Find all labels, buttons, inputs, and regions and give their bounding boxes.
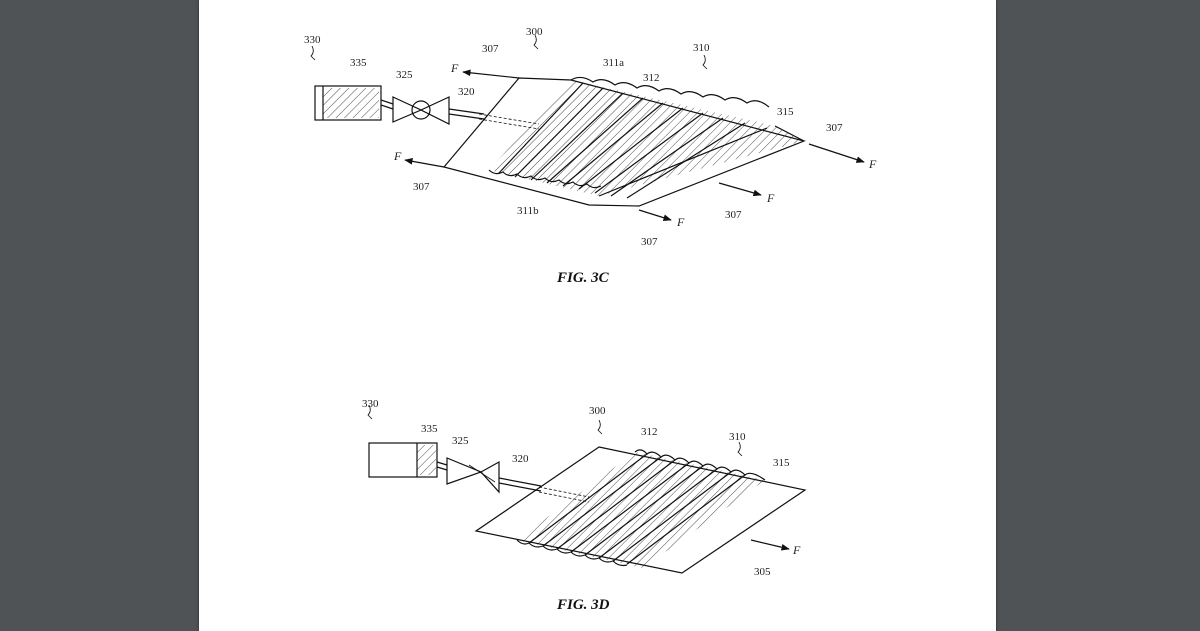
label-307-top: 307 [482, 43, 499, 55]
force-f-left: F [393, 149, 402, 163]
label-311b: 311b [517, 205, 539, 217]
label-315-3d: 315 [773, 457, 790, 469]
caption-fig-3d: FIG. 3D [556, 597, 610, 613]
label-315: 315 [777, 106, 794, 118]
force-f-bottom: F [676, 215, 685, 229]
force-f-3d: F [792, 543, 801, 557]
label-311a: 311a [603, 57, 624, 69]
patent-page[interactable]: 330 335 325 320 307 300 311a 312 310 315… [199, 0, 996, 631]
pipe-320 [448, 108, 540, 130]
valve-325-3d [446, 457, 500, 494]
force-f-top: F [450, 61, 459, 75]
sheet-310 [442, 76, 806, 207]
label-312: 312 [643, 72, 660, 84]
figure-3d: 330 335 325 320 300 312 310 315 305 F FI… [362, 398, 807, 613]
reservoir-335 [314, 85, 382, 121]
patent-drawing: 330 335 325 320 307 300 311a 312 310 315… [304, 26, 877, 613]
force-f-mid: F [766, 191, 775, 205]
sheet-310-3d [474, 446, 807, 574]
label-307-bottom: 307 [641, 236, 658, 248]
label-300-3d: 300 [589, 405, 606, 417]
valve-325 [392, 96, 450, 125]
reservoir-335-3d [368, 442, 438, 478]
caption-fig-3c: FIG. 3C [556, 270, 610, 286]
label-305-3d: 305 [754, 566, 771, 578]
label-307-bottom-mid: 307 [725, 209, 742, 221]
label-330-3d: 330 [362, 398, 379, 410]
label-335: 335 [350, 57, 367, 69]
label-330: 330 [304, 34, 321, 46]
label-307-left: 307 [413, 181, 430, 193]
label-335-3d: 335 [421, 423, 438, 435]
label-320-3d: 320 [512, 453, 529, 465]
force-f-right: F [868, 157, 877, 171]
figure-3c: 330 335 325 320 307 300 311a 312 310 315… [304, 26, 877, 286]
label-325: 325 [396, 69, 413, 81]
label-310: 310 [693, 42, 710, 54]
label-325-3d: 325 [452, 435, 469, 447]
label-310-3d: 310 [729, 431, 746, 443]
label-300: 300 [526, 26, 543, 38]
label-312-3d: 312 [641, 426, 658, 438]
label-307-right: 307 [826, 122, 843, 134]
label-320: 320 [458, 86, 475, 98]
